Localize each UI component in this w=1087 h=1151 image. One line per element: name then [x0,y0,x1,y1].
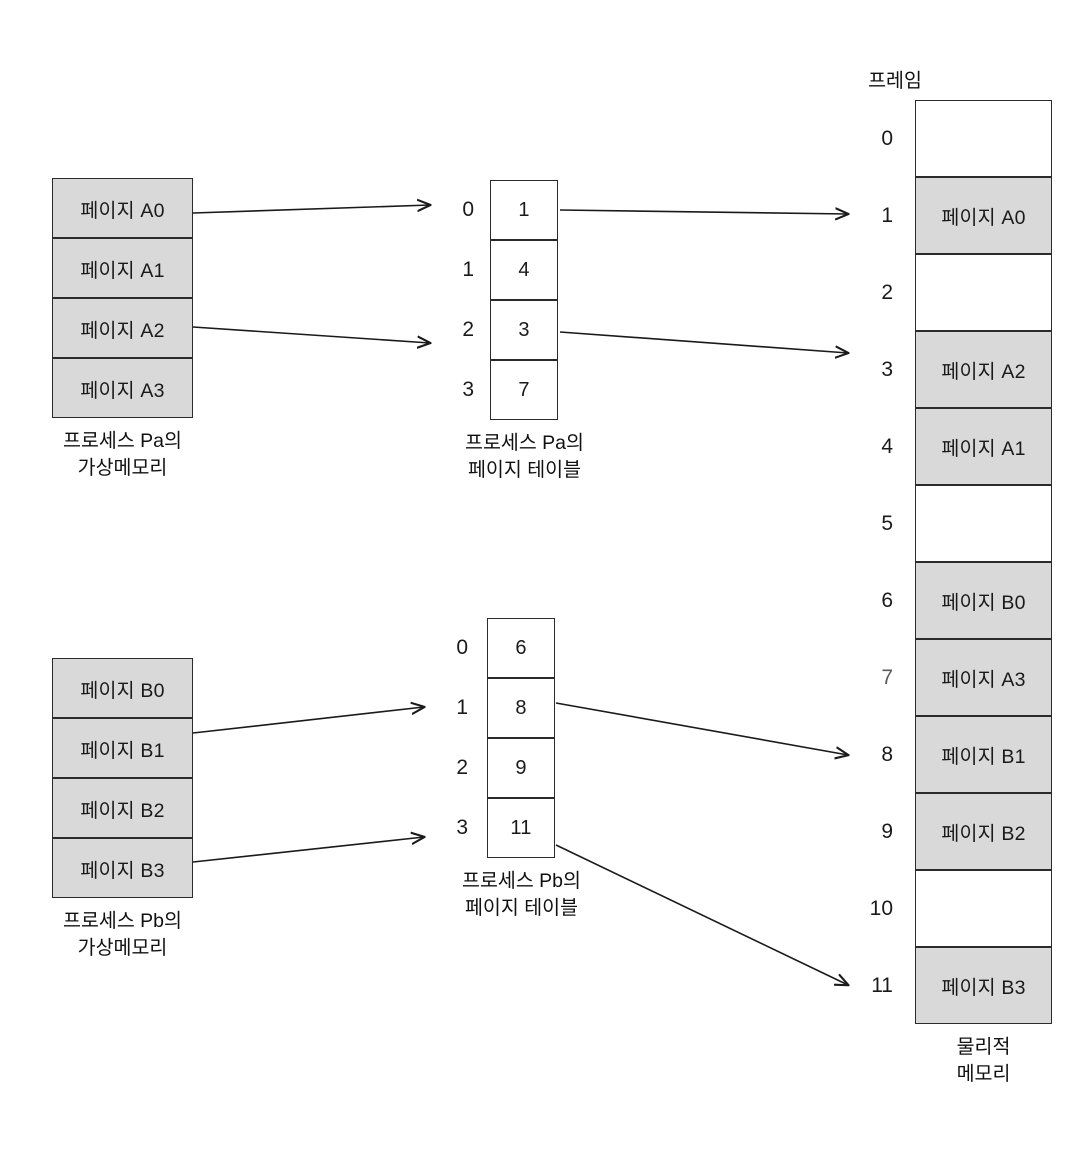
arrow-pa-pt0-to-frame1 [559,210,848,214]
frame-number-9: 9 [881,819,893,843]
arrow-pa-pt2-to-frame3 [559,331,848,353]
pa-virtual-page-0-label: 페이지 A0 [80,199,165,222]
pb-virtual-page-0: 페이지 B0 [52,658,193,718]
pa-page-table-index-2: 2 [462,318,474,341]
pb-virtual-page-3: 페이지 B3 [52,838,193,898]
frame-number-3: 3 [881,357,893,381]
frame-cell-2 [915,254,1052,331]
pb-page-table-entry-2: 9 [487,738,555,798]
frame-cell-3: 페이지 A2 [915,331,1052,408]
frame-cell-4: 페이지 A1 [915,408,1052,485]
pa-page-table-index-3: 3 [462,378,474,401]
frame-number-2: 2 [881,280,893,304]
frame-number-6: 6 [881,588,893,612]
pb-virtual-page-1-label: 페이지 B1 [80,739,165,762]
pb-virtual-page-0-label: 페이지 B0 [80,679,165,702]
frame-number-8: 8 [881,742,893,766]
pa-virtual-page-3: 페이지 A3 [52,358,193,418]
frame-column-header: 프레임 [868,70,922,92]
pb-page-table-entry-3: 11 [487,798,555,858]
physical-memory-caption: 물리적 메모리 [956,1036,1011,1085]
pb-virtual-page-1: 페이지 B1 [52,718,193,778]
pa-page-table-entry-0: 1 [490,180,558,240]
arrow-pb-page3-to-pt3 [192,837,424,863]
arrow-pb-page1-to-pt1 [192,707,424,734]
pb-page-table-index-2: 2 [456,756,468,779]
pa-virtual-page-1-label: 페이지 A1 [80,259,165,282]
arrow-pb-pt1-to-frame8 [555,702,848,755]
pa-virtual-page-1: 페이지 A1 [52,238,193,298]
frame-cell-6: 페이지 B0 [915,562,1052,639]
frame-number-10: 10 [869,896,893,920]
pb-virtual-page-2-label: 페이지 B2 [80,799,165,822]
pa-virtual-page-3-label: 페이지 A3 [80,379,165,402]
frame-number-7: 7 [881,665,893,689]
pb-page-table-entry-0: 6 [487,618,555,678]
pa-virtual-page-2: 페이지 A2 [52,298,193,358]
pb-virtual-page-2: 페이지 B2 [52,778,193,838]
frame-cell-1: 페이지 A0 [915,177,1052,254]
frame-cell-9: 페이지 B2 [915,793,1052,870]
frame-cell-11: 페이지 B3 [915,947,1052,1024]
pb-page-table-index-3: 3 [456,816,468,839]
pa-page-table-index-1: 1 [462,258,474,281]
pa-page-table-entry-3: 7 [490,360,558,420]
frame-cell-10 [915,870,1052,947]
pb-virtual-memory-caption: 프로세스 Pb의 가상메모리 [63,910,182,959]
frame-cell-8: 페이지 B1 [915,716,1052,793]
arrow-pa-page0-to-pt0 [192,205,430,214]
pb-page-table-index-1: 1 [456,696,468,719]
pa-virtual-memory-caption: 프로세스 Pa의 가상메모리 [63,430,182,479]
pb-page-table-index-0: 0 [456,636,468,659]
pb-page-table-caption: 프로세스 Pb의 페이지 테이블 [462,870,581,919]
frame-number-11: 11 [871,973,893,997]
frame-number-1: 1 [881,203,893,227]
pa-virtual-page-2-label: 페이지 A2 [80,319,165,342]
frame-number-0: 0 [881,126,893,150]
pa-page-table-entry-1: 4 [490,240,558,300]
pa-page-table-caption: 프로세스 Pa의 페이지 테이블 [465,432,584,481]
frame-number-5: 5 [881,511,893,535]
frame-cell-5 [915,485,1052,562]
pa-virtual-page-0: 페이지 A0 [52,178,193,238]
frame-number-4: 4 [881,434,893,458]
frame-cell-0 [915,100,1052,177]
pb-virtual-page-3-label: 페이지 B3 [80,859,165,882]
arrow-pa-page2-to-pt2 [192,326,430,343]
pb-page-table-entry-1: 8 [487,678,555,738]
pa-page-table-index-0: 0 [462,198,474,221]
pa-page-table-entry-2: 3 [490,300,558,360]
frame-cell-7: 페이지 A3 [915,639,1052,716]
